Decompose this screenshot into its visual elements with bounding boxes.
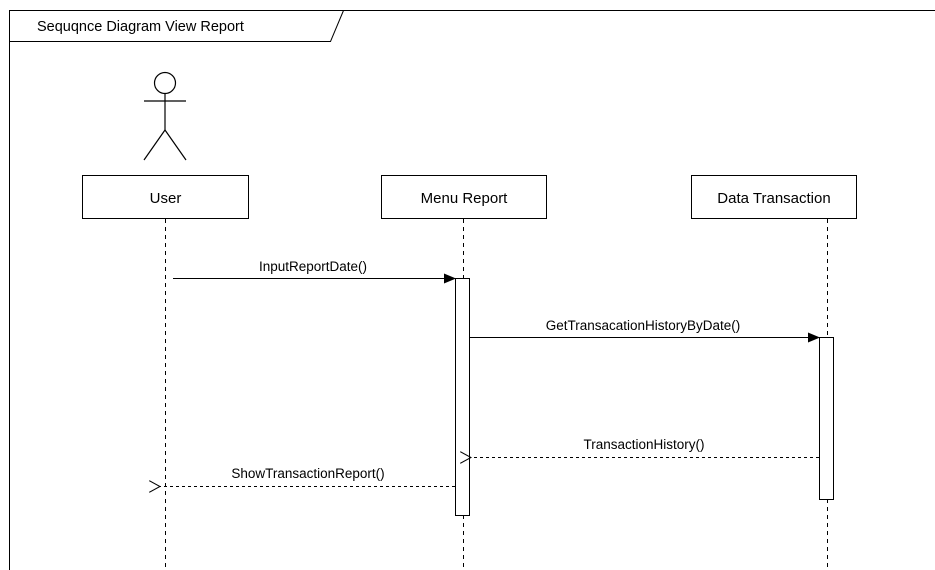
message-get-history-label: GetTransacationHistoryByDate() — [546, 318, 741, 333]
participant-menu-report: Menu Report — [381, 175, 547, 219]
message-input-report-date: InputReportDate() — [173, 259, 456, 284]
actor-user-figure — [143, 71, 187, 161]
frame-title: Sequqnce Diagram View Report — [37, 19, 244, 35]
participant-data-transaction-label: Data Transaction — [717, 190, 830, 207]
participant-menu-report-label: Menu Report — [421, 190, 509, 207]
diagram-frame: Sequqnce Diagram View Report — [9, 10, 935, 570]
activation-menu-report — [455, 278, 470, 516]
message-show-report-label: ShowTransactionReport() — [231, 466, 384, 481]
participant-user: User — [82, 175, 249, 219]
activation-data-transaction — [819, 337, 834, 500]
message-get-history: GetTransacationHistoryByDate() — [469, 318, 820, 343]
message-transaction-history-label: TransactionHistory() — [583, 437, 704, 452]
message-transaction-history: TransactionHistory() — [471, 437, 819, 458]
participant-user-label: User — [150, 190, 182, 207]
participant-data-transaction: Data Transaction — [691, 175, 857, 219]
message-show-report: ShowTransactionReport() — [160, 466, 455, 487]
message-input-report-date-label: InputReportDate() — [259, 259, 367, 274]
frame-title-tab — [9, 10, 344, 42]
